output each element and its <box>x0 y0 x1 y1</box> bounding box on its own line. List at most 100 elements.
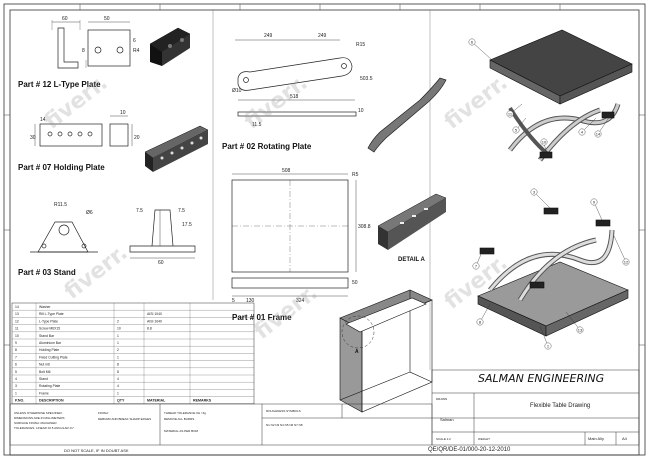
bom-header: DESCRIPTION <box>39 399 64 403</box>
bom-cell: 14 <box>15 305 19 309</box>
detail-a-marker: A <box>355 349 359 355</box>
svg-text:5: 5 <box>232 298 235 304</box>
balloon-number: 6 <box>471 39 474 44</box>
balloon-number: 3 <box>533 189 536 194</box>
svg-text:6: 6 <box>133 38 136 44</box>
svg-text:60: 60 <box>158 260 164 266</box>
bom-cell: 1 <box>15 391 17 395</box>
bom-cell: AISI 1040 <box>147 312 162 316</box>
bom-cell: Rotating Plate <box>39 384 60 388</box>
svg-text:249: 249 <box>264 33 273 39</box>
balloon <box>594 130 602 138</box>
bom-cell: AISI 1040 <box>147 319 162 323</box>
part01-title: Part # 01 Frame <box>232 313 292 322</box>
svg-text:10: 10 <box>358 108 364 114</box>
balloon-number: 8 <box>479 319 482 324</box>
svg-text:308.8: 308.8 <box>358 224 371 230</box>
part03-views <box>30 209 196 259</box>
balloon <box>622 258 630 266</box>
bom-cell: 1 <box>117 341 119 345</box>
balloon-number: 1 <box>547 343 550 348</box>
bom-cell: Fixed Cutting Plate <box>39 355 68 359</box>
part03-title: Part # 03 Stand <box>18 268 76 277</box>
svg-text:Ø10: Ø10 <box>232 88 242 94</box>
balloon <box>476 318 484 326</box>
part12-iso <box>149 27 191 66</box>
part07-iso <box>144 125 209 172</box>
assembly-bottom-view <box>477 207 629 337</box>
svg-text:17.5: 17.5 <box>182 222 192 228</box>
svg-text:N1 N2 N3 N4 N5 N6: N1 N2 N3 N4 N5 N6 N7 N8 <box>266 423 303 427</box>
detail-a-label: DETAIL A <box>398 257 425 263</box>
balloon <box>578 128 586 136</box>
part12-title: Part # 12 L-Type Plate <box>18 80 101 89</box>
detail-a-view <box>377 193 447 250</box>
bom-cell: Aluminium Bar <box>39 341 62 345</box>
document-number: QE/QR/DE-01/000-20-12-2010 <box>428 447 511 453</box>
bom-cell: Bolt M6 <box>39 370 51 374</box>
drawing-title: Flexible Table Drawing <box>530 403 591 409</box>
bom-header: REMARKS <box>193 399 212 403</box>
sheet-size: A4 <box>622 436 627 441</box>
svg-text:R15: R15 <box>356 42 365 48</box>
bom-cell: Rill L-Type Plate <box>39 312 64 316</box>
balloon <box>540 138 548 146</box>
svg-text:7.5: 7.5 <box>136 208 143 214</box>
bom-header: P.NO. <box>15 399 24 403</box>
svg-text:50: 50 <box>104 16 110 22</box>
svg-text:7.5: 7.5 <box>178 208 185 214</box>
svg-text:DRAWN: DRAWN <box>436 397 447 401</box>
part12-views <box>51 20 131 69</box>
bom-cell: 2 <box>117 319 119 323</box>
balloon <box>512 126 520 134</box>
balloon <box>506 110 514 118</box>
svg-text:SCALE 1:2: SCALE 1:2 <box>436 437 451 441</box>
svg-text:THREAD TOLERANCE 6H / 6g: THREAD TOLERANCE 6H / 6g <box>164 411 206 415</box>
balloon <box>530 188 538 196</box>
svg-text:249: 249 <box>318 33 327 39</box>
balloon-number: 9 <box>593 199 596 204</box>
frame-iso-view <box>339 289 433 413</box>
bom-cell: 9 <box>15 341 17 345</box>
part02-views <box>235 39 447 153</box>
bom-cell: Washer <box>39 305 51 309</box>
svg-text:518: 518 <box>290 94 299 100</box>
svg-text:MATERIAL AS PER BOM: MATERIAL AS PER BOM <box>164 429 199 433</box>
bom-cell: 7 <box>15 355 17 359</box>
balloon <box>590 198 598 206</box>
bom-header: MATERIAL <box>147 399 166 403</box>
svg-text:R11.5: R11.5 <box>54 202 67 208</box>
svg-text:WEIGHT: WEIGHT <box>478 437 490 441</box>
bom-cell: 2 <box>117 348 119 352</box>
bom-cell: 5 <box>15 370 17 374</box>
svg-text:R5: R5 <box>352 172 359 178</box>
scale-note: DO NOT SCALE, IF IN DOUBT ASK <box>64 448 129 453</box>
svg-text:130: 130 <box>246 298 255 304</box>
bom-cell: 8 <box>117 370 119 374</box>
balloon-number: 13 <box>578 327 583 332</box>
svg-text:11.5: 11.5 <box>252 122 262 128</box>
part01-views <box>231 173 357 297</box>
author-name: Salman <box>440 417 454 422</box>
svg-text:20: 20 <box>134 135 140 141</box>
bom-cell: 10 <box>117 327 121 331</box>
svg-text:REMOVE ALL BURRS: REMOVE ALL BURRS <box>164 417 194 421</box>
bom-cell: 1 <box>117 355 119 359</box>
svg-text:DIMENSIONS ARE IN MILLIMETERS: DIMENSIONS ARE IN MILLIMETERS <box>14 416 65 420</box>
svg-text:R4: R4 <box>133 48 140 54</box>
part07-views <box>34 115 133 147</box>
bom-cell: 1 <box>117 391 119 395</box>
part07-title: Part # 07 Holding Plate <box>18 163 105 172</box>
general-notes: UNLESS OTHERWISE SPECIFIED: DIMENSIONS A… <box>14 397 490 441</box>
bom-cell: 6 <box>15 363 17 367</box>
bom-cell: 4 <box>117 384 119 388</box>
bom-cell: Nut m6 <box>39 363 50 367</box>
balloon <box>472 262 480 270</box>
svg-text:DEBURR AND BREAK SHARP EDGES: DEBURR AND BREAK SHARP EDGES <box>98 417 151 421</box>
svg-text:ROUGHNESS SYMBOLS: ROUGHNESS SYMBOLS <box>266 409 301 413</box>
svg-text:SURFACE FINISH: MACHINED: SURFACE FINISH: MACHINED <box>14 421 57 425</box>
